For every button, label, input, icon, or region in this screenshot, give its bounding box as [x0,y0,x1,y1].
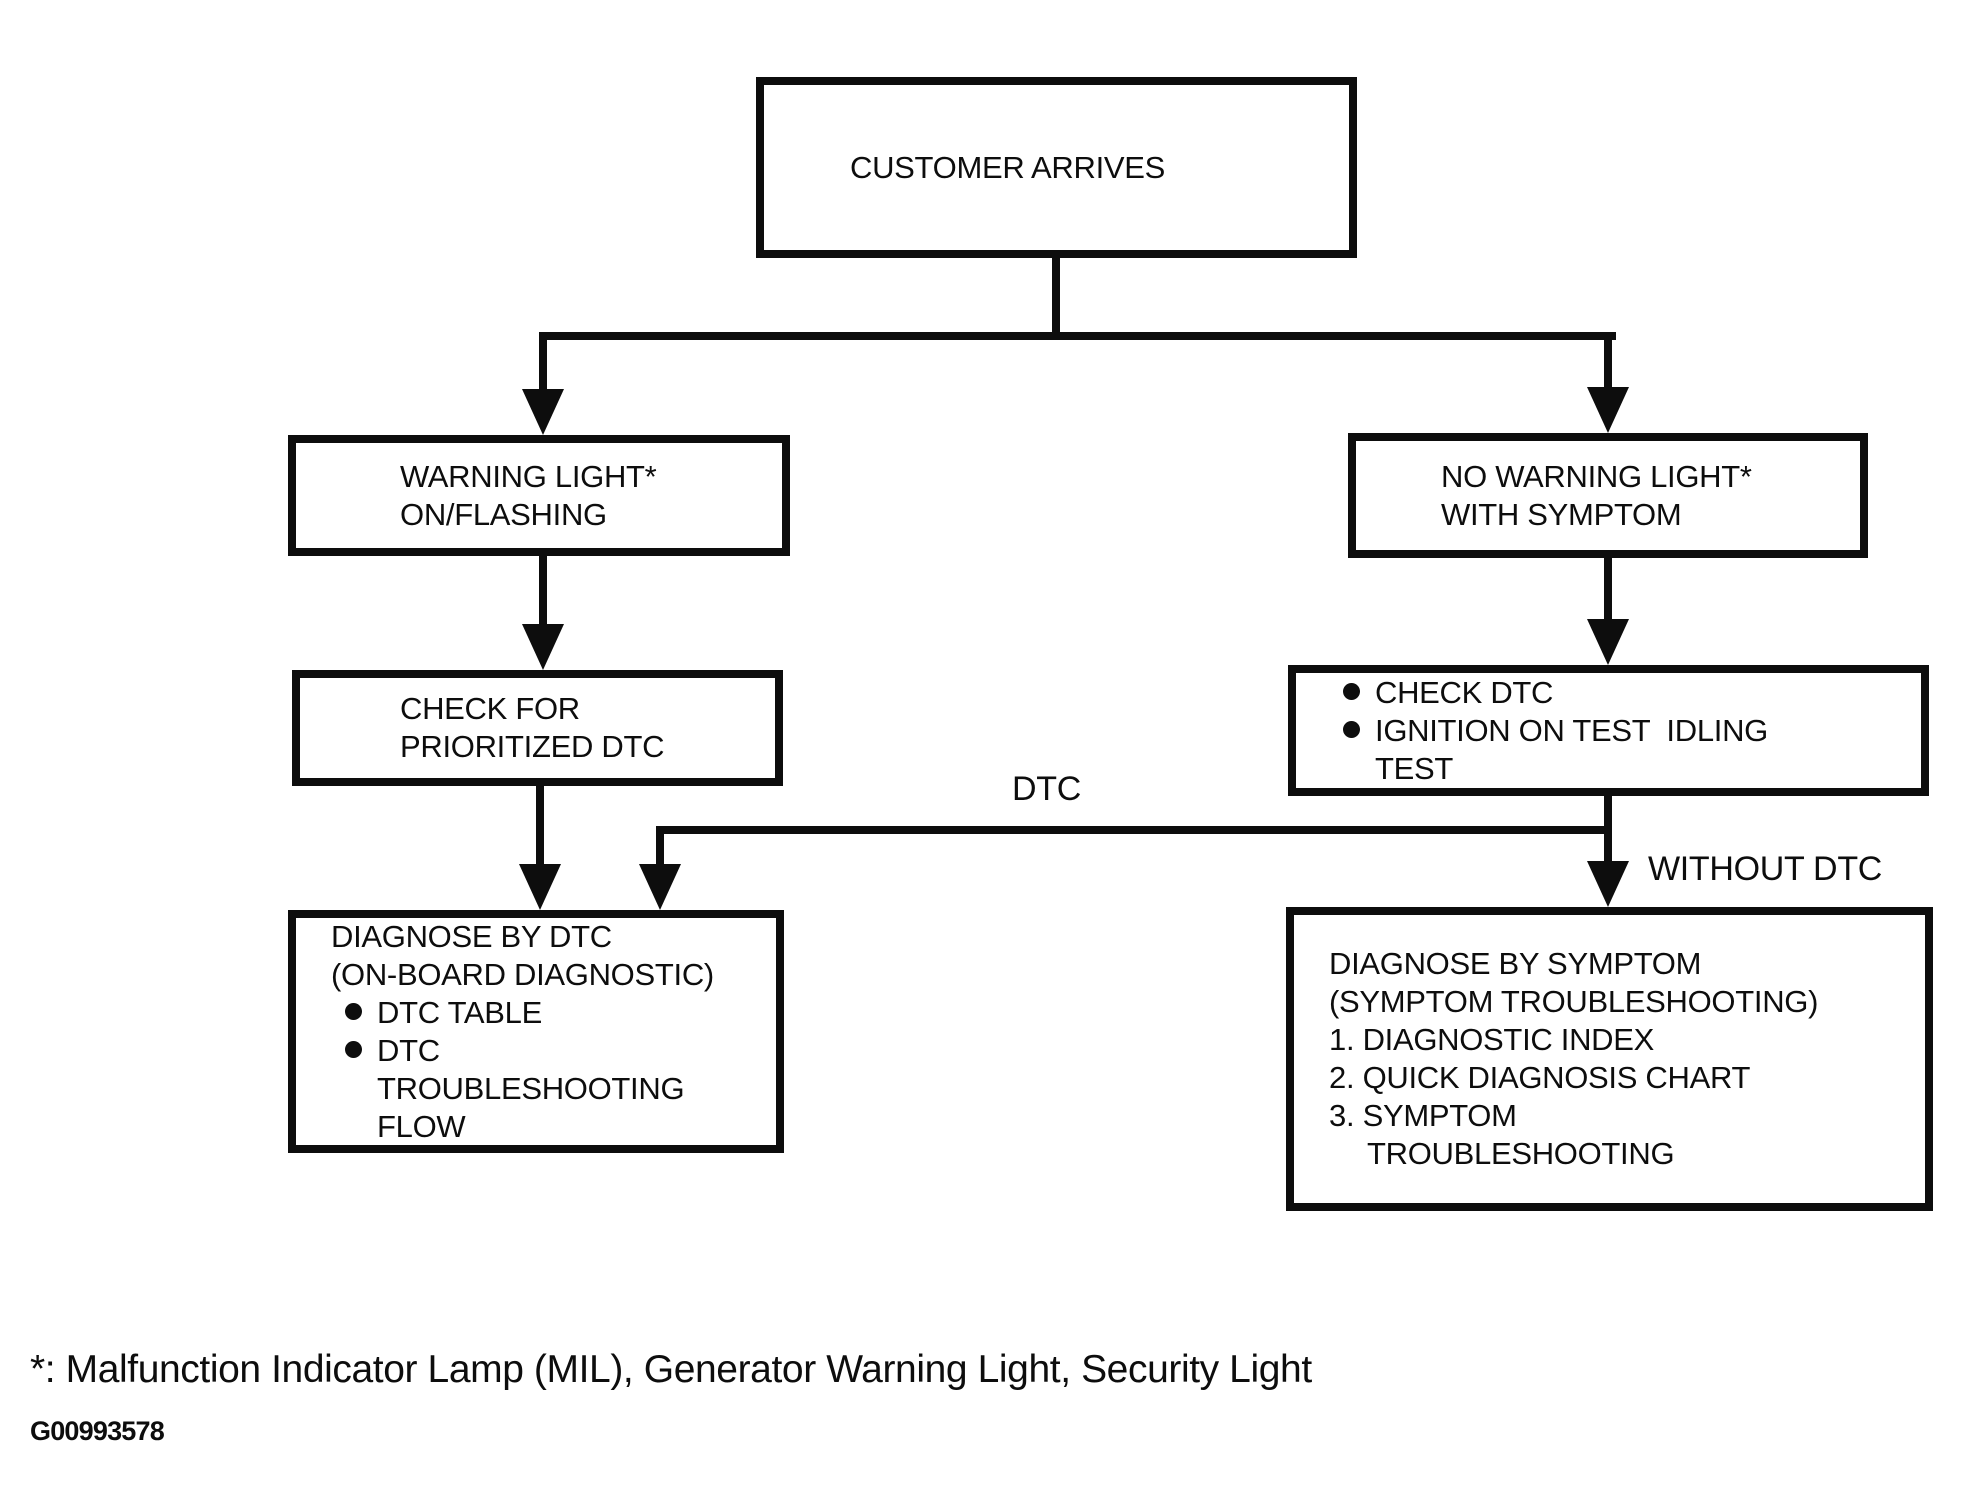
numbered-item: 2. QUICK DIAGNOSIS CHART [1329,1060,1751,1095]
node-warning-light: WARNING LIGHT* ON/FLASHING [288,435,790,556]
bullet-spacer [1343,759,1360,776]
node-text: DIAGNOSE BY SYMPTOM [1329,946,1702,981]
node-text: NO WARNING LIGHT* [1441,458,1752,494]
node-text: DIAGNOSE BY DTC [331,918,612,954]
bullet-icon [345,1003,362,1021]
node-text: CHECK FOR [400,691,580,726]
edge-label-without-dtc: WITHOUT DTC [1648,850,1883,888]
arrow-down-icon [1587,387,1629,433]
connector-dtc-elbow-drop [656,826,664,868]
arrow-down-icon [1587,861,1629,907]
list-item-text: CHECK DTC [1375,674,1554,710]
node-no-warning-light: NO WARNING LIGHT* WITH SYMPTOM [1348,433,1868,558]
edge-label-dtc: DTC [1012,770,1081,808]
list-item-continuation: FLOW [377,1108,466,1144]
node-diagnose-by-symptom: DIAGNOSE BY SYMPTOM (SYMPTOM TROUBLESHOO… [1286,907,1933,1211]
arrow-down-icon [522,624,564,670]
bullet-icon [1343,683,1360,701]
bullet-icon [1343,721,1360,739]
list-item-text: TEST [1375,750,1454,786]
connector-nowarning-to-checkdtc [1604,554,1612,624]
list-item: IGNITION ON TEST IDLING [1343,712,1921,750]
figure-code: G00993578 [30,1416,165,1446]
connector-warning-to-check [539,552,547,628]
connector-left-drop [539,332,547,394]
list-item-text: IGNITION ON TEST IDLING [1375,712,1768,748]
connector-top-split [539,332,1616,340]
node-text: WITH SYMPTOM [1441,496,1682,532]
list-item-text: DTC [377,1032,440,1068]
list-item: DTC [345,1032,776,1070]
node-check-prioritized-dtc: CHECK FOR PRIORITIZED DTC [292,670,783,786]
list-item-continuation: TEST [1343,750,1921,788]
node-text: ON/FLASHING [400,496,607,532]
node-text: PRIORITIZED DTC [400,729,665,764]
node-check-dtc: CHECK DTC IGNITION ON TEST IDLING TEST [1288,665,1929,796]
connector-dtc-horizontal [656,826,1612,834]
node-text: CUSTOMER ARRIVES [850,149,1166,185]
list-item-continuation: TROUBLESHOOTING [1367,1136,1675,1171]
node-text: (ON-BOARD DIAGNOSTIC) [331,956,714,992]
list-item: CHECK DTC [1343,674,1921,712]
connector-customer-down [1052,255,1060,338]
list-item: DTC TABLE [345,994,776,1032]
arrow-down-icon [519,864,561,910]
list-item-text: DTC TABLE [377,994,542,1030]
node-text: WARNING LIGHT* [400,458,657,494]
node-diagnose-by-dtc: DIAGNOSE BY DTC (ON-BOARD DIAGNOSTIC) DT… [288,910,784,1153]
footnote: *: Malfunction Indicator Lamp (MIL), Gen… [30,1348,1312,1391]
connector-right-drop [1604,332,1612,392]
arrow-down-icon [522,389,564,435]
node-customer-arrives: CUSTOMER ARRIVES [756,77,1357,258]
connector-check-to-diagnose [536,782,544,868]
node-text: (SYMPTOM TROUBLESHOOTING) [1329,984,1819,1019]
arrow-down-icon [639,864,681,910]
numbered-item: 3. SYMPTOM [1329,1098,1517,1133]
numbered-item: 1. DIAGNOSTIC INDEX [1329,1022,1655,1057]
connector-without-dtc-drop [1604,792,1612,868]
bullet-icon [345,1041,362,1059]
arrow-down-icon [1587,619,1629,665]
list-item-continuation: TROUBLESHOOTING [377,1070,685,1106]
